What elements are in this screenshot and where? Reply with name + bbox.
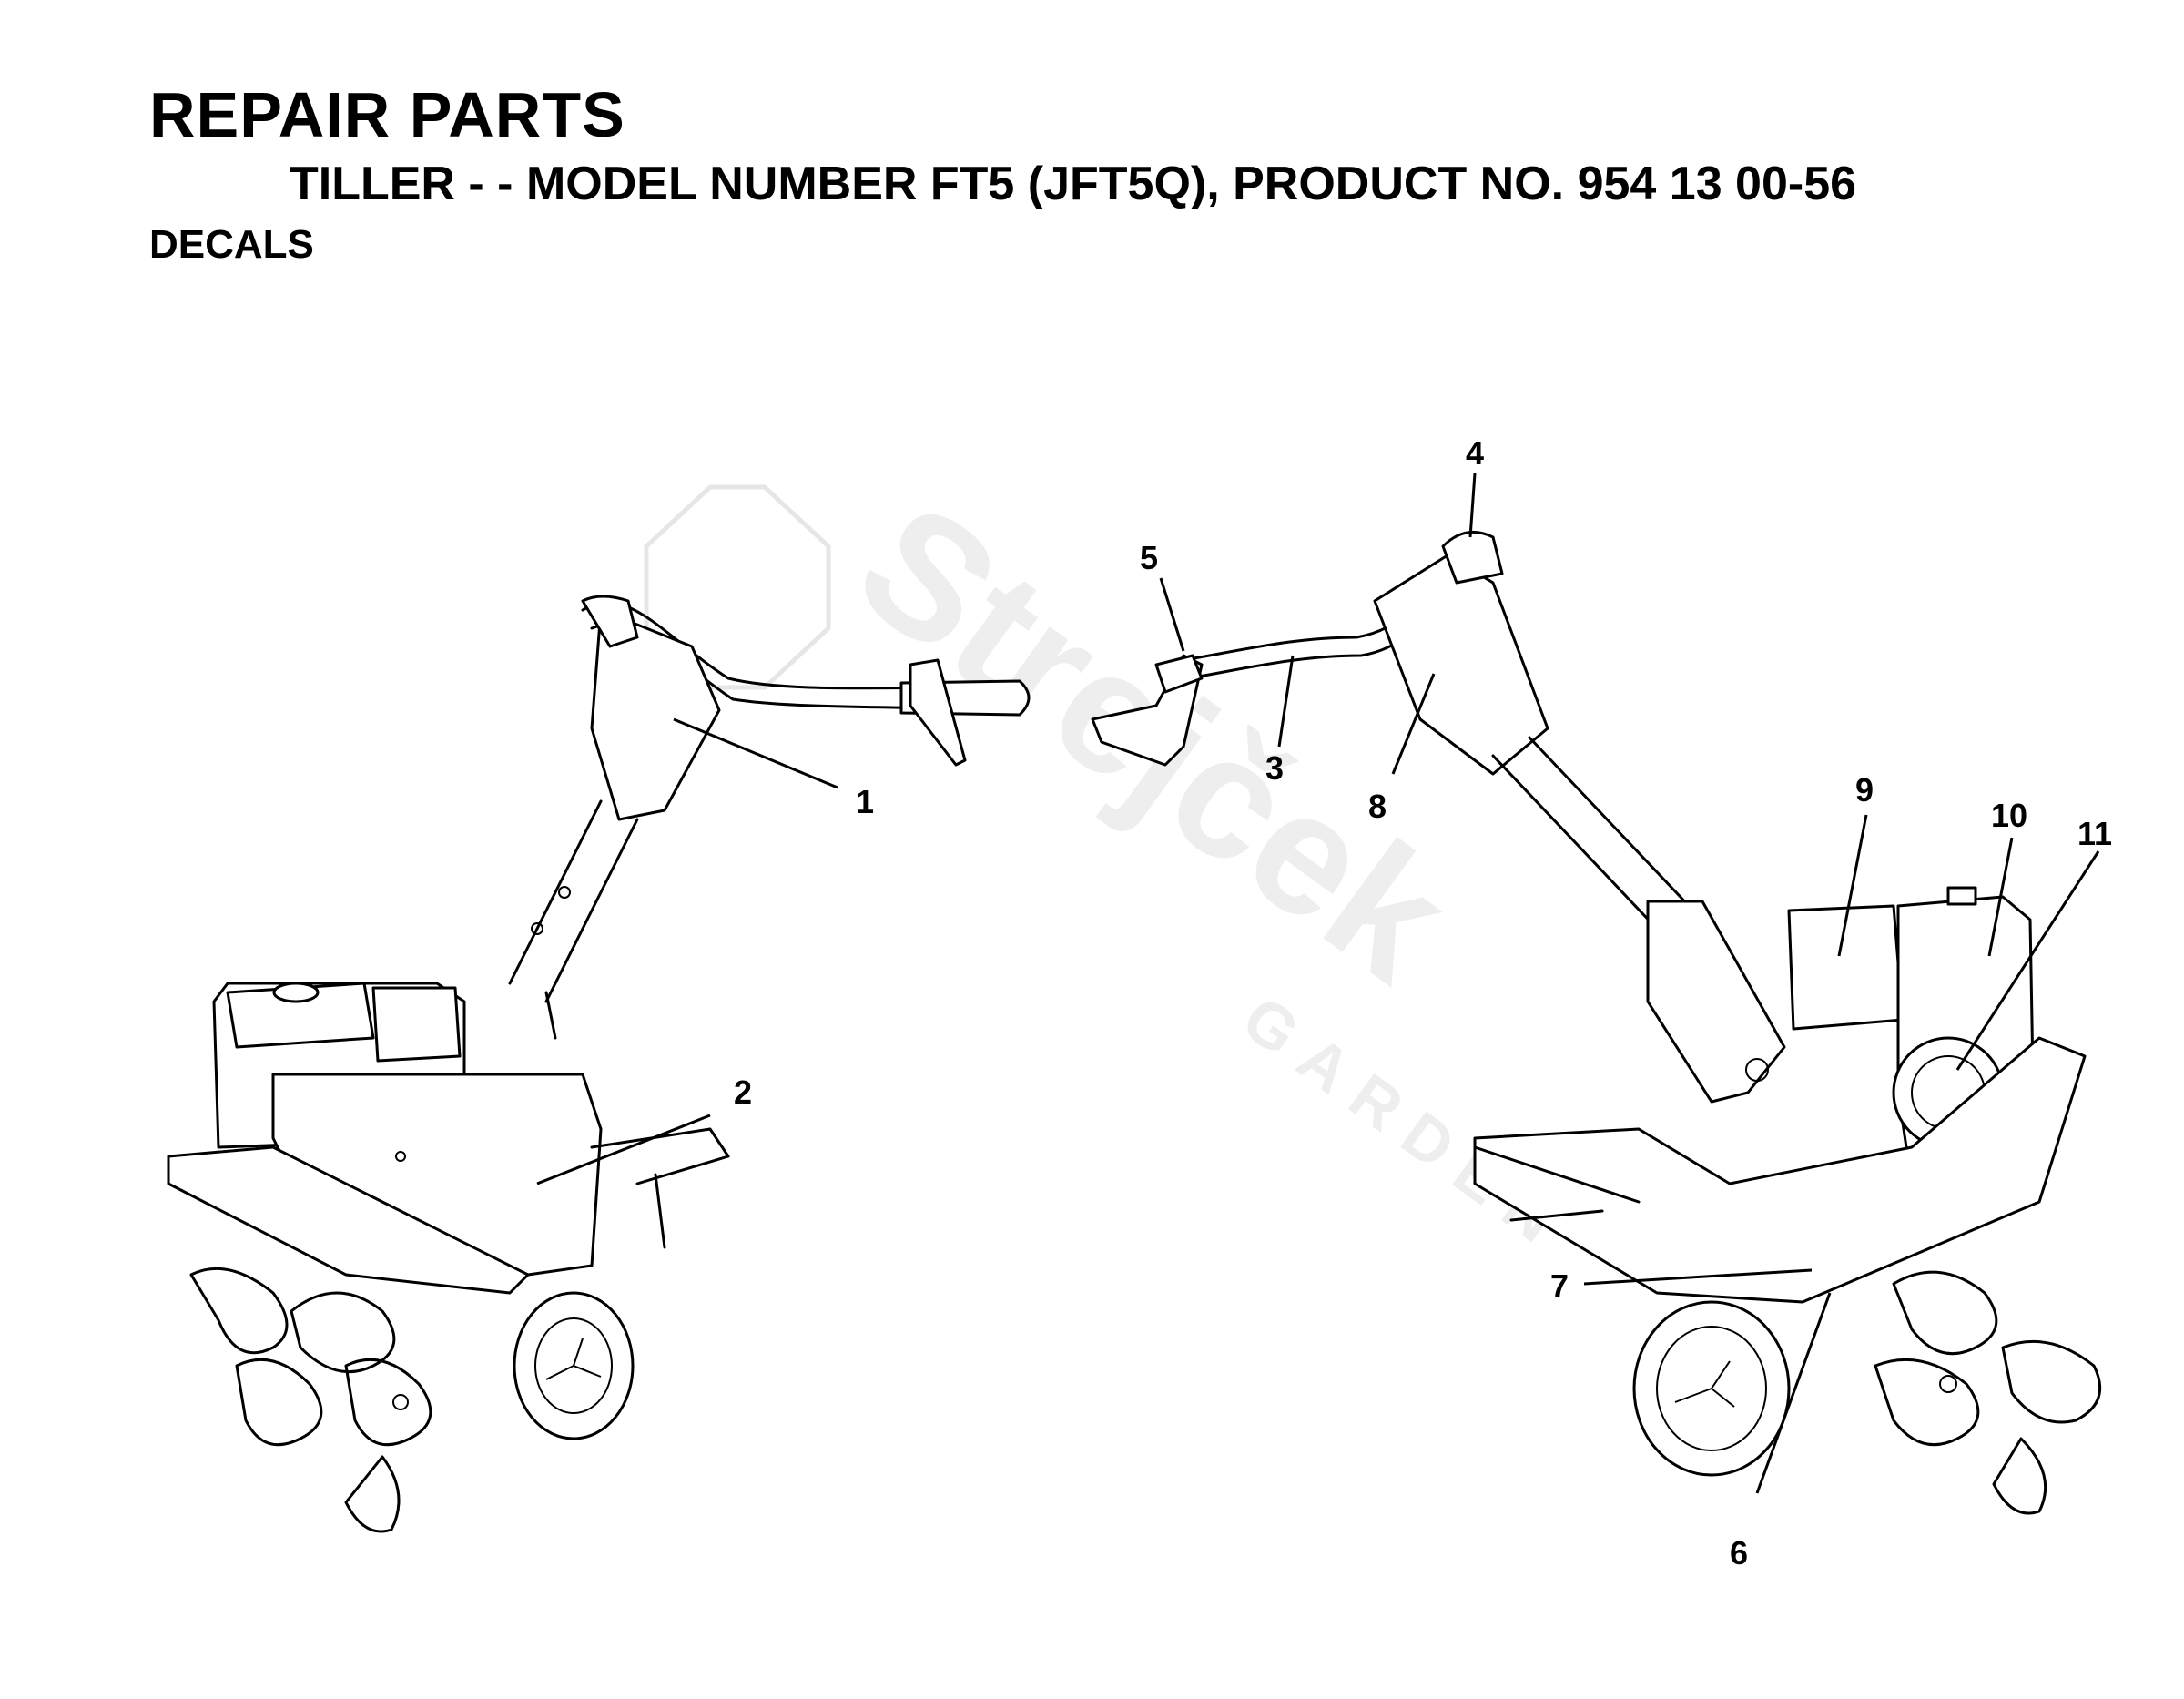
callout-6: 6 bbox=[1730, 1534, 1748, 1572]
right-frame bbox=[1473, 1036, 2087, 1304]
leader-11 bbox=[1955, 850, 2100, 1071]
leader-6 bbox=[1755, 1292, 1832, 1494]
leader-9 bbox=[1837, 814, 1868, 957]
callout-9: 9 bbox=[1855, 771, 1874, 809]
left-handle-tube bbox=[508, 799, 639, 1040]
callout-3: 3 bbox=[1265, 749, 1284, 787]
model-subtitle: TILLER - - MODEL NUMBER FT5 (JFT5Q), PRO… bbox=[290, 158, 1857, 210]
callout-4: 4 bbox=[1466, 434, 1484, 472]
right-tines bbox=[1874, 1270, 2102, 1515]
left-tiller-drawing bbox=[167, 595, 1031, 1533]
leader-3 bbox=[1277, 655, 1295, 748]
right-handle-tube bbox=[1491, 736, 1695, 931]
leader-1 bbox=[673, 717, 838, 789]
leader-4 bbox=[1468, 473, 1477, 538]
page-title: REPAIR PARTS bbox=[149, 79, 625, 150]
right-upper-grip bbox=[1441, 530, 1504, 585]
callout-7: 7 bbox=[1550, 1267, 1569, 1305]
callout-5: 5 bbox=[1140, 539, 1158, 576]
callout-labels: 1 2 3 4 5 6 7 8 9 10 11 bbox=[734, 434, 2112, 1572]
left-tines bbox=[189, 1267, 432, 1533]
left-tine-shield bbox=[167, 1145, 530, 1295]
leader-5 bbox=[1159, 577, 1185, 652]
leader-8 bbox=[1391, 673, 1436, 775]
section-label: DECALS bbox=[149, 222, 314, 267]
left-air-filter bbox=[371, 986, 462, 1063]
right-throttle-lever bbox=[1154, 654, 1204, 694]
left-fuel-tank bbox=[226, 982, 375, 1049]
callout-leaders bbox=[536, 473, 2100, 1494]
left-console-panel bbox=[590, 608, 721, 821]
callout-2: 2 bbox=[734, 1073, 752, 1111]
callout-1: 1 bbox=[856, 783, 874, 820]
leader-2 bbox=[536, 1114, 711, 1185]
callout-11: 11 bbox=[2077, 815, 2112, 852]
right-console-panel bbox=[1373, 554, 1549, 776]
left-throttle-lever bbox=[909, 658, 967, 767]
left-upper-grip bbox=[581, 595, 639, 648]
watermark-logo-icon bbox=[644, 484, 831, 690]
callout-8: 8 bbox=[1368, 788, 1387, 825]
leader-7 bbox=[1583, 1268, 1813, 1286]
right-tiller-drawing bbox=[1091, 530, 2102, 1515]
watermark-tagline: GARDEN bbox=[1230, 982, 1583, 1267]
leader-10 bbox=[1987, 837, 2014, 957]
callout-10: 10 bbox=[1991, 797, 2027, 834]
